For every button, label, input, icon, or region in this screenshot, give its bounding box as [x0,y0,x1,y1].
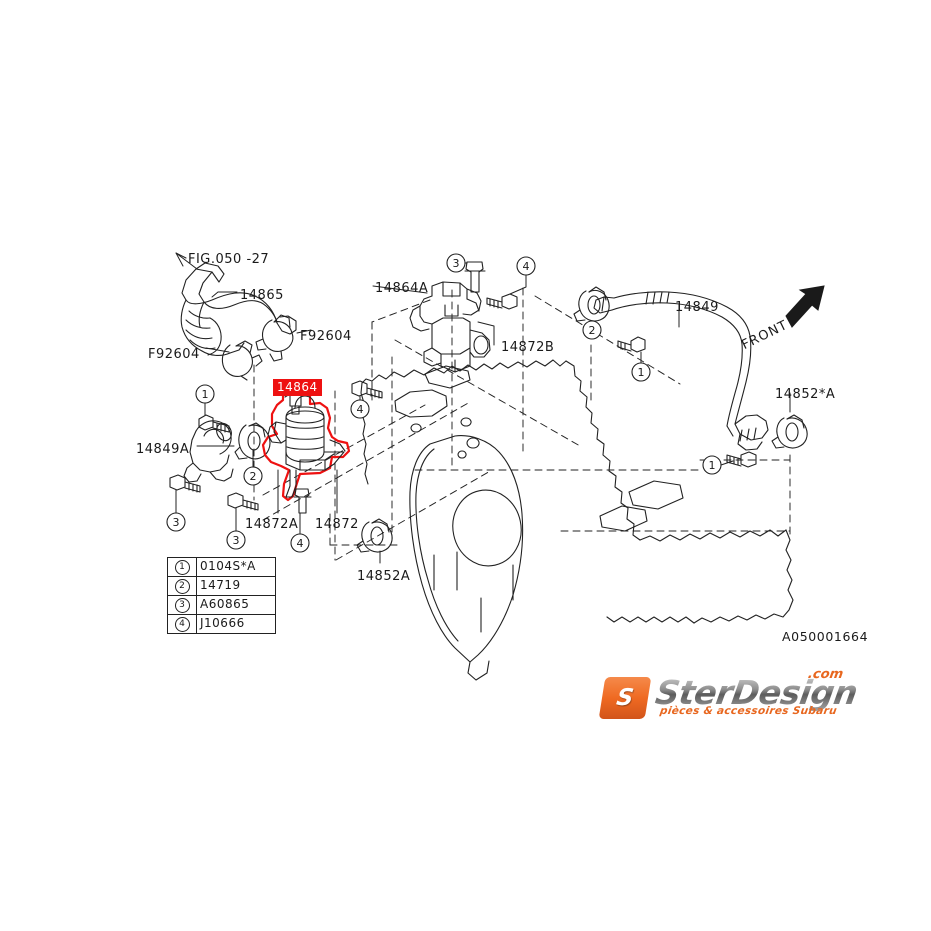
part-label-p-f92604-l: F92604 [148,347,200,362]
valve-assembly-14864a [409,281,491,373]
svg-text:2: 2 [589,324,596,337]
legend-row: 2 14719 [167,576,276,596]
clamp-14852a-center [356,518,393,553]
part-label-p-14849: 14849 [675,300,719,315]
part-label-p-14852a: 14852A [357,569,411,584]
legend-ref-4: 4 [167,614,197,634]
svg-text:4: 4 [523,260,530,273]
clamp-f92604-left [221,340,263,381]
callout-1: 1 [195,384,215,404]
svg-text:4: 4 [297,537,304,550]
legend-part-code: 0104S*A [196,557,276,577]
part-label-p-14864a: 14864A [375,281,429,296]
part-label-p-14872a: 14872A [245,517,299,532]
highlighted-part-number[interactable]: 14864 [273,379,322,396]
legend-row: 4 J10666 [167,614,276,634]
svg-text:4: 4 [357,403,364,416]
callout-2: 2 [582,320,602,340]
callout-3: 3 [166,512,186,532]
leader-lines [175,252,791,564]
callout-1: 1 [702,455,722,475]
part-label-fig-ref: FIG.050 -27 [188,252,270,267]
callout-circle-group: 1 1 1 2 2 3 3 3 4 4 4 [166,253,722,553]
callout-4: 4 [350,399,370,419]
part-label-p-14865: 14865 [240,288,284,303]
svg-text:1: 1 [202,388,209,401]
legend-ref-1: 1 [167,557,197,577]
callout-circle-icon: 2 [174,579,190,594]
legend-ref-3: 3 [167,595,197,615]
part-label-p-14852sa: 14852*A [775,387,836,402]
svg-text:3: 3 [173,516,180,529]
callout-2: 2 [243,466,263,486]
sterdesign-watermark: S SterDesign .com pièces & accessoires S… [598,665,860,727]
callout-circle-icon: 1 [174,560,190,575]
part-label-p-14872: 14872 [315,517,359,532]
callout-3: 3 [446,253,466,273]
logo-tld-text: .com [806,667,845,682]
clamp-f92604-right [255,314,294,362]
callout-4: 4 [516,256,536,276]
hose-14865 [180,262,297,356]
legend-part-code: J10666 [196,614,276,634]
reference-legend-table: 1 0104S*A 2 14719 3 A60865 4 J10666 [167,557,276,634]
legend-row: 1 0104S*A [167,557,276,577]
part-label-p-14872b: 14872B [501,340,555,355]
svg-text:2: 2 [250,470,257,483]
callout-1: 1 [631,362,651,382]
clamp-14719-right [573,286,610,322]
logo-badge-icon: S [598,677,652,719]
clamp-14852a-right [771,414,808,449]
part-label-p-f92604-r: F92604 [300,329,352,344]
logo-badge-letter: S [614,685,636,711]
legend-row: 3 A60865 [167,595,276,615]
svg-text:3: 3 [233,534,240,547]
logo-tagline: pièces & accessoires Subaru [659,705,838,717]
engine-block-outline [360,359,794,624]
transmission-cover [409,435,524,681]
callout-circle-icon: 4 [174,617,190,632]
callout-circle-icon: 3 [174,598,190,613]
drawing-number: A050001664 [782,629,869,644]
callout-4: 4 [290,533,310,553]
svg-text:3: 3 [453,257,460,270]
valve-14864-body [267,393,346,498]
valve-14864-outline [261,387,351,502]
hose-14849 [593,291,769,451]
legend-ref-2: 2 [167,576,197,596]
legend-part-code: 14719 [196,576,276,596]
part-label-p-14849a: 14849A [136,442,190,457]
svg-text:1: 1 [709,459,716,472]
legend-part-code: A60865 [196,595,276,615]
svg-text:1: 1 [638,366,645,379]
callout-3: 3 [226,530,246,550]
